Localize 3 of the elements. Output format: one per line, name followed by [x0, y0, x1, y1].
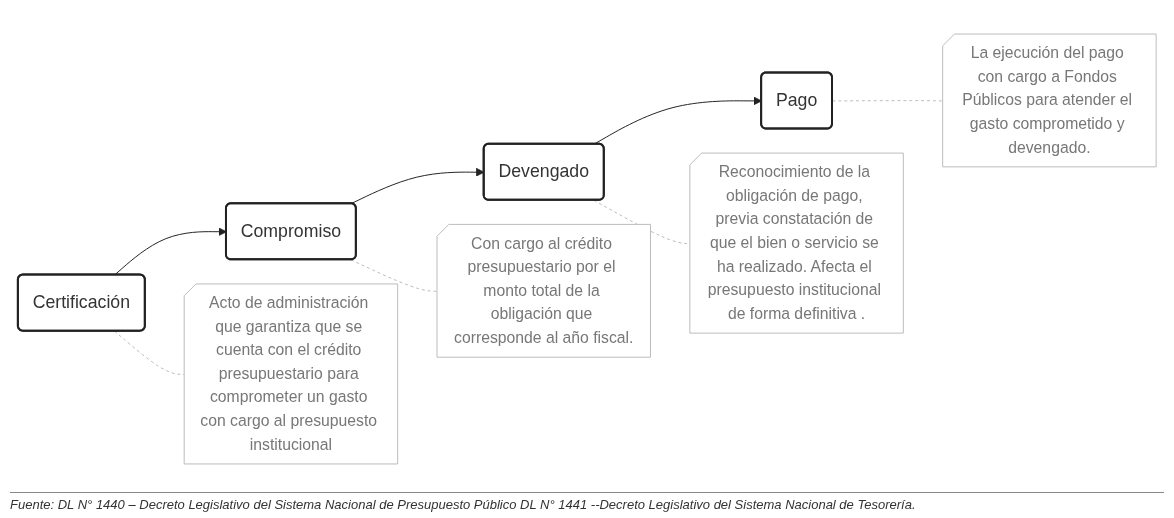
connector: [832, 100, 944, 102]
connector: [350, 259, 438, 292]
source-caption: Fuente: DL N° 1440 – Decreto Legislativo del Sistema Nacional de Presupuesto Público DL N° 1441 --Decreto Legislativo del Sistema Nacional de Tesorería.: [10, 492, 1164, 512]
